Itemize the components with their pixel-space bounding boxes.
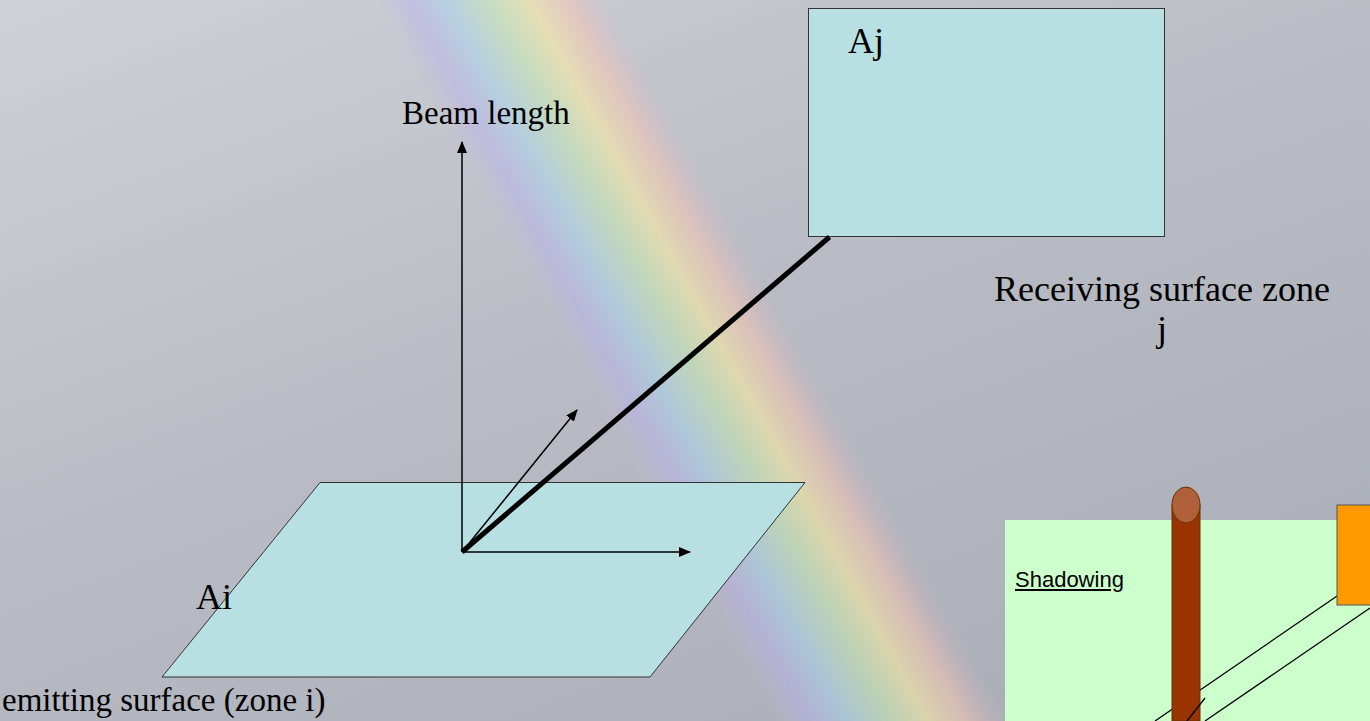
emitting-surface: Ai emitting surface (zone i) (0, 482, 805, 721)
inset-title: Shadowing (1015, 568, 1124, 592)
beam-line (462, 237, 830, 552)
shadowing-inset-outline (1005, 520, 1370, 721)
edge-label: Beam length (402, 95, 570, 131)
surface-label: Aj (848, 22, 884, 62)
receiving-surface: AjReceiving surface zone j (808, 8, 1165, 237)
surface-caption: emitting surface (zone i) (2, 682, 325, 718)
surface-caption: Receiving surface zone j (992, 270, 1332, 349)
shadowing-inset: Shadowing (1005, 520, 1370, 721)
surface-label: Ai (196, 578, 232, 618)
